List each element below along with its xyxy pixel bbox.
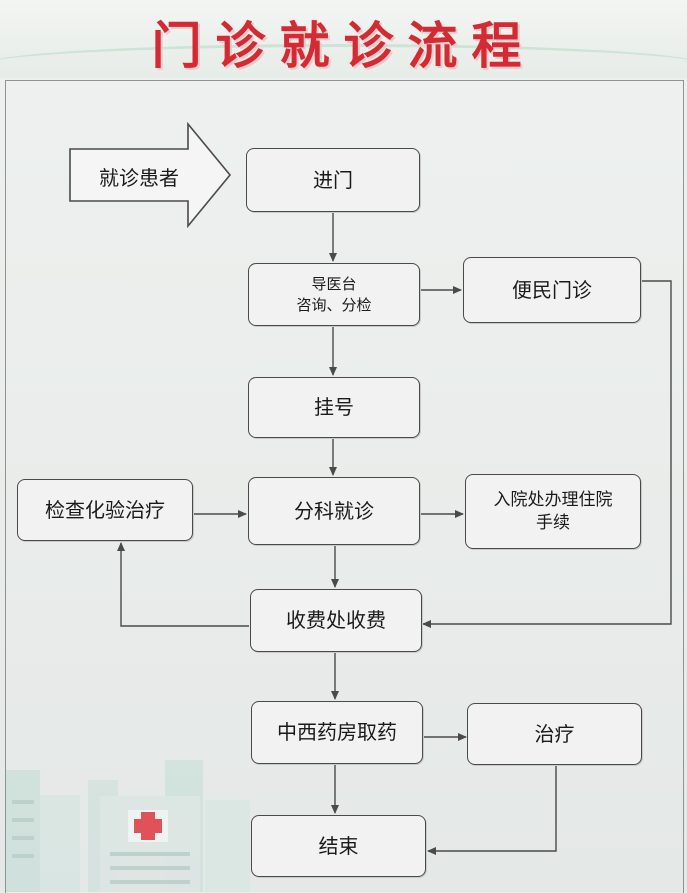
node-convenience-clinic-label: 便民门诊 <box>512 277 592 302</box>
node-payment: 收费处收费 <box>250 589 422 652</box>
arrow-payment-to-exam <box>117 542 249 627</box>
node-admission-line2: 手续 <box>536 512 570 533</box>
node-admission-line1: 入院处办理住院 <box>493 489 613 510</box>
arrow-treatment-to-end <box>427 765 557 855</box>
hospital-skyline-decoration <box>6 760 250 892</box>
node-convenience-clinic: 便民门诊 <box>463 257 641 323</box>
node-end: 结束 <box>251 815 426 877</box>
node-enter-label: 进门 <box>313 167 353 192</box>
node-treatment-label: 治疗 <box>534 721 575 746</box>
title-swoosh <box>0 44 687 87</box>
node-department-consult: 分科就诊 <box>248 477 420 545</box>
poster-frame <box>5 80 684 893</box>
node-guide-desk: 导医台 咨询、分检 <box>248 263 420 326</box>
node-register: 挂号 <box>248 377 420 438</box>
node-guide-desk-line1: 导医台 <box>311 275 357 294</box>
node-guide-desk-line2: 咨询、分检 <box>296 295 372 314</box>
node-exam-treatment: 检查化验治疗 <box>17 479 193 541</box>
node-enter: 进门 <box>246 148 420 212</box>
hospital-cross-icon <box>134 812 162 840</box>
node-exam-treatment-label: 检查化验治疗 <box>45 497 165 522</box>
node-end-label: 结束 <box>318 833 359 858</box>
node-treatment: 治疗 <box>467 703 642 765</box>
node-register-label: 挂号 <box>314 395 354 419</box>
node-payment-label: 收费处收费 <box>286 608 386 632</box>
arrow-convenience-to-payment <box>422 280 672 628</box>
node-pharmacy: 中西药房取药 <box>251 701 423 764</box>
patient-label: 就诊患者 <box>99 166 179 190</box>
patient-arrow-icon <box>69 122 232 228</box>
page-title: 门诊就诊流程 <box>151 16 536 75</box>
node-pharmacy-label: 中西药房取药 <box>277 720 397 744</box>
node-admission: 入院处办理住院 手续 <box>465 474 641 549</box>
node-department-consult-label: 分科就诊 <box>294 498 374 523</box>
